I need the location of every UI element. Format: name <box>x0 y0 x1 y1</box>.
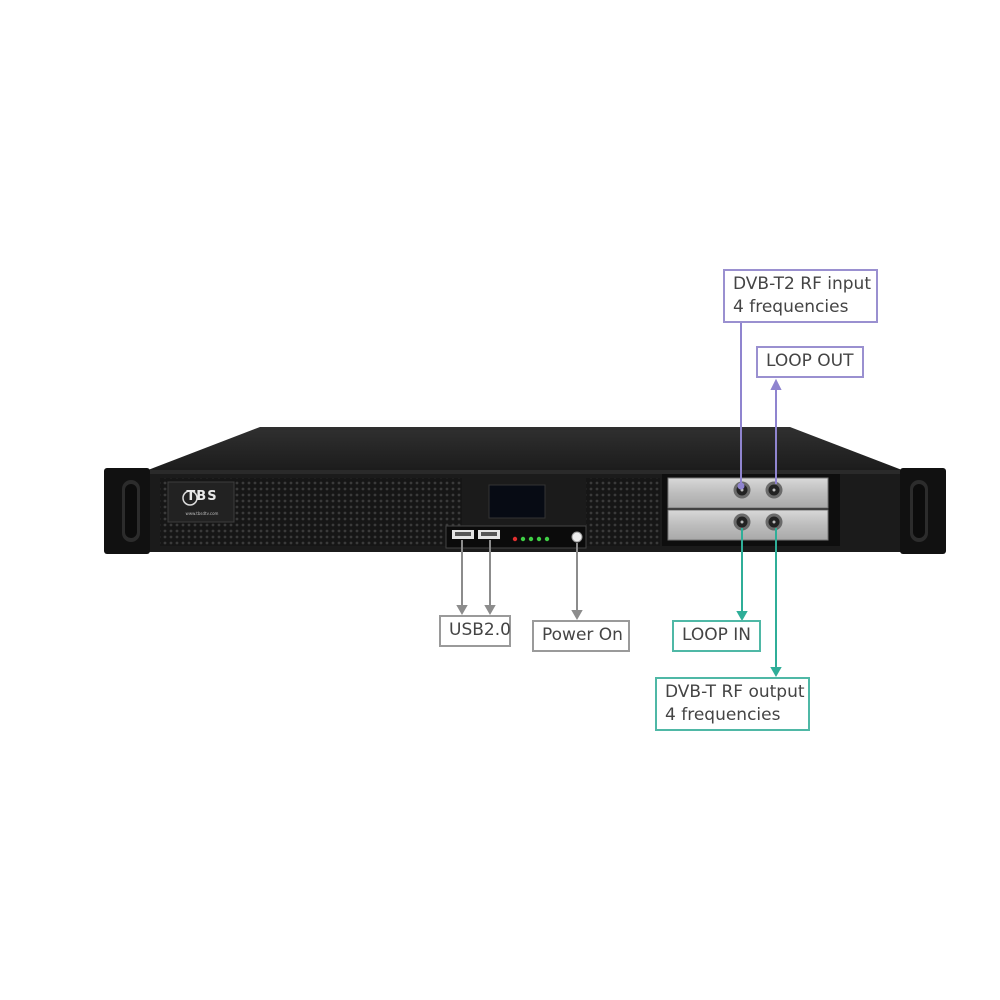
callout-power-on-text: Power On <box>542 625 623 645</box>
power-button <box>571 531 583 543</box>
callout-dvbt-rf-output: DVB-T RF output 4 frequencies <box>655 677 810 731</box>
callout-usb-text: USB2.0 <box>449 620 511 640</box>
callout-dvbt-line-2: 4 frequencies <box>665 705 781 725</box>
usb-power-connector-lines <box>456 540 583 621</box>
callout-usb: USB2.0 <box>439 615 511 647</box>
callout-power-on: Power On <box>532 620 630 652</box>
callout-dvbt2-rf-input: DVB-T2 RF input 4 frequencies <box>723 269 878 323</box>
led-green-2 <box>528 536 534 542</box>
callout-loop-in: LOOP IN <box>672 620 761 652</box>
led-red <box>512 536 518 542</box>
led-green-1 <box>520 536 526 542</box>
rack-ear-left <box>104 468 150 554</box>
callout-loop-out-text: LOOP OUT <box>766 351 854 371</box>
chassis-top <box>148 427 902 470</box>
connector-rf-out <box>765 513 783 531</box>
rack-ear-right <box>900 468 946 554</box>
rf-input-connector-lines <box>737 323 782 490</box>
led-green-4 <box>544 536 550 542</box>
rf-output-connector-lines <box>736 528 782 678</box>
lcd-display <box>488 484 546 519</box>
vent-right <box>586 478 660 546</box>
callout-loop-in-text: LOOP IN <box>682 625 752 645</box>
connector-loop-in <box>733 513 751 531</box>
brand-logo: TBS <box>186 489 218 504</box>
callout-dvbt2-line-1: DVB-T2 RF input <box>733 274 871 294</box>
callout-dvbt-line-1: DVB-T RF output <box>665 682 805 702</box>
callout-loop-out: LOOP OUT <box>756 346 864 378</box>
led-green-3 <box>536 536 542 542</box>
logo-mark <box>182 490 198 506</box>
callout-dvbt2-line-2: 4 frequencies <box>733 297 849 317</box>
connector-rf-in <box>733 481 751 499</box>
logo-plate <box>167 481 235 523</box>
brand-url: www.tbsdtv.com <box>185 511 219 516</box>
connector-loop-out <box>765 481 783 499</box>
